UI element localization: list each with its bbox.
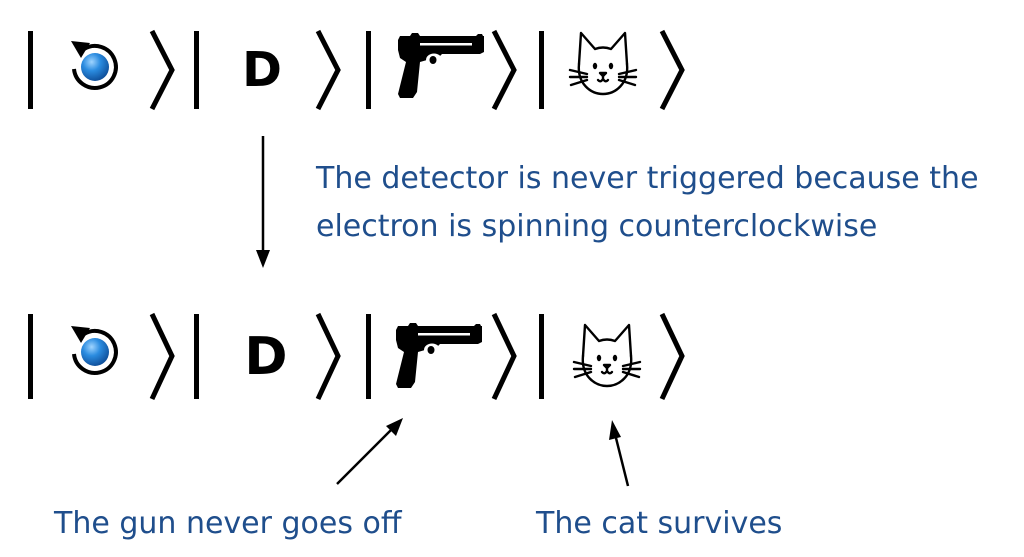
spin-counterclockwise-icon <box>69 39 118 90</box>
ket-bar <box>194 31 199 109</box>
ket-angle <box>315 29 341 111</box>
ket-bar <box>28 314 33 399</box>
ket-bar <box>28 31 33 109</box>
transition-caption-line2: electron is spinning counterclockwise <box>316 209 878 244</box>
after-detector-ket: D <box>194 312 341 401</box>
after-cat-ket <box>539 312 685 401</box>
ket-bar <box>194 314 199 399</box>
before-state: D <box>28 29 685 111</box>
detector-label: D <box>242 42 282 98</box>
transition-caption-line1: The detector is never triggered because … <box>316 161 979 196</box>
ket-bar <box>366 314 371 399</box>
spin-counterclockwise-icon <box>69 324 118 375</box>
after-state: D <box>28 312 685 401</box>
gun-pointer-arrow <box>336 418 403 485</box>
gun-caption: The gun never goes off <box>54 506 402 541</box>
gun-icon <box>396 323 482 388</box>
ket-bar <box>539 31 544 109</box>
ket-angle <box>149 312 175 401</box>
cat-caption: The cat survives <box>536 506 783 541</box>
transition-caption: The detector is never triggered because … <box>316 155 979 251</box>
ket-angle <box>659 29 685 111</box>
before-detector-ket: D <box>194 29 341 111</box>
cat-icon <box>572 323 642 388</box>
before-gun-ket <box>366 29 517 111</box>
ket-bar <box>539 314 544 399</box>
ket-angle <box>491 312 517 401</box>
ket-angle <box>315 312 341 401</box>
ket-angle <box>149 29 175 111</box>
detector-label: D <box>244 327 287 387</box>
cat-icon <box>568 31 638 96</box>
gun-icon <box>398 33 484 98</box>
transition-arrow <box>256 136 270 268</box>
after-gun-ket <box>366 312 517 401</box>
ket-angle <box>659 312 685 401</box>
ket-bar <box>366 31 371 109</box>
cat-pointer-arrow <box>609 420 630 487</box>
before-spin-ket <box>28 29 175 111</box>
before-cat-ket <box>539 29 685 111</box>
ket-angle <box>491 29 517 111</box>
after-spin-ket <box>28 312 175 401</box>
